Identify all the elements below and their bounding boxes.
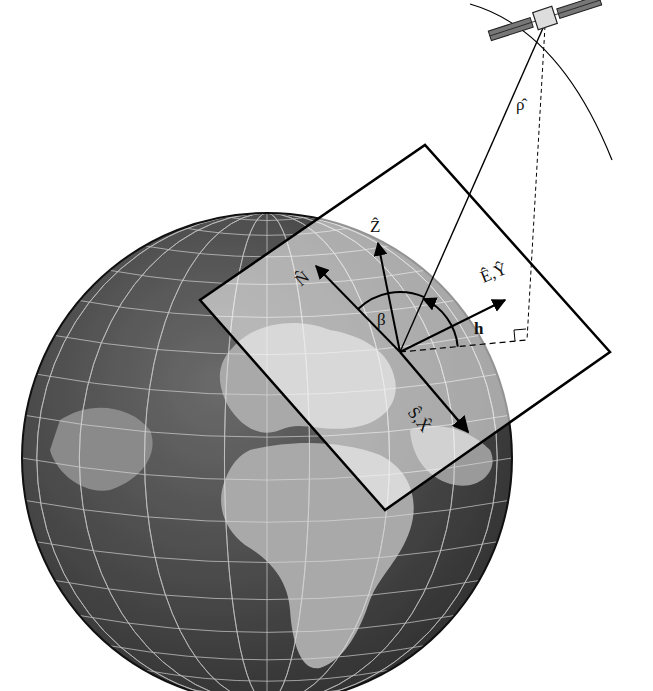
vector-label: ρ̂: [516, 96, 524, 113]
projection-line: [527, 26, 545, 340]
vector-label: Ẑ: [370, 218, 380, 235]
line-of-sight: [400, 28, 543, 352]
parallel: [37, 542, 497, 563]
parallel: [224, 217, 309, 221]
angle-label: β: [377, 311, 386, 328]
right-angle-mark: [514, 329, 526, 341]
zenith-vector: [378, 243, 400, 352]
parallel: [183, 688, 351, 691]
parallel: [145, 670, 390, 681]
satellite: [487, 0, 603, 44]
landmass: [50, 408, 153, 491]
tangent-plane: [200, 145, 610, 510]
solar-panel: [557, 0, 602, 18]
panel-boom: [490, 0, 600, 36]
elevation-arc: [423, 299, 457, 347]
satellite-body: [533, 6, 558, 29]
parallel: [110, 646, 425, 660]
angle-label: h: [474, 320, 483, 337]
parallel: [79, 615, 454, 632]
orbit-arc: [470, 4, 612, 160]
azimuth-arc: [358, 292, 424, 309]
parallel: [26, 501, 509, 523]
parallel: [55, 581, 479, 600]
